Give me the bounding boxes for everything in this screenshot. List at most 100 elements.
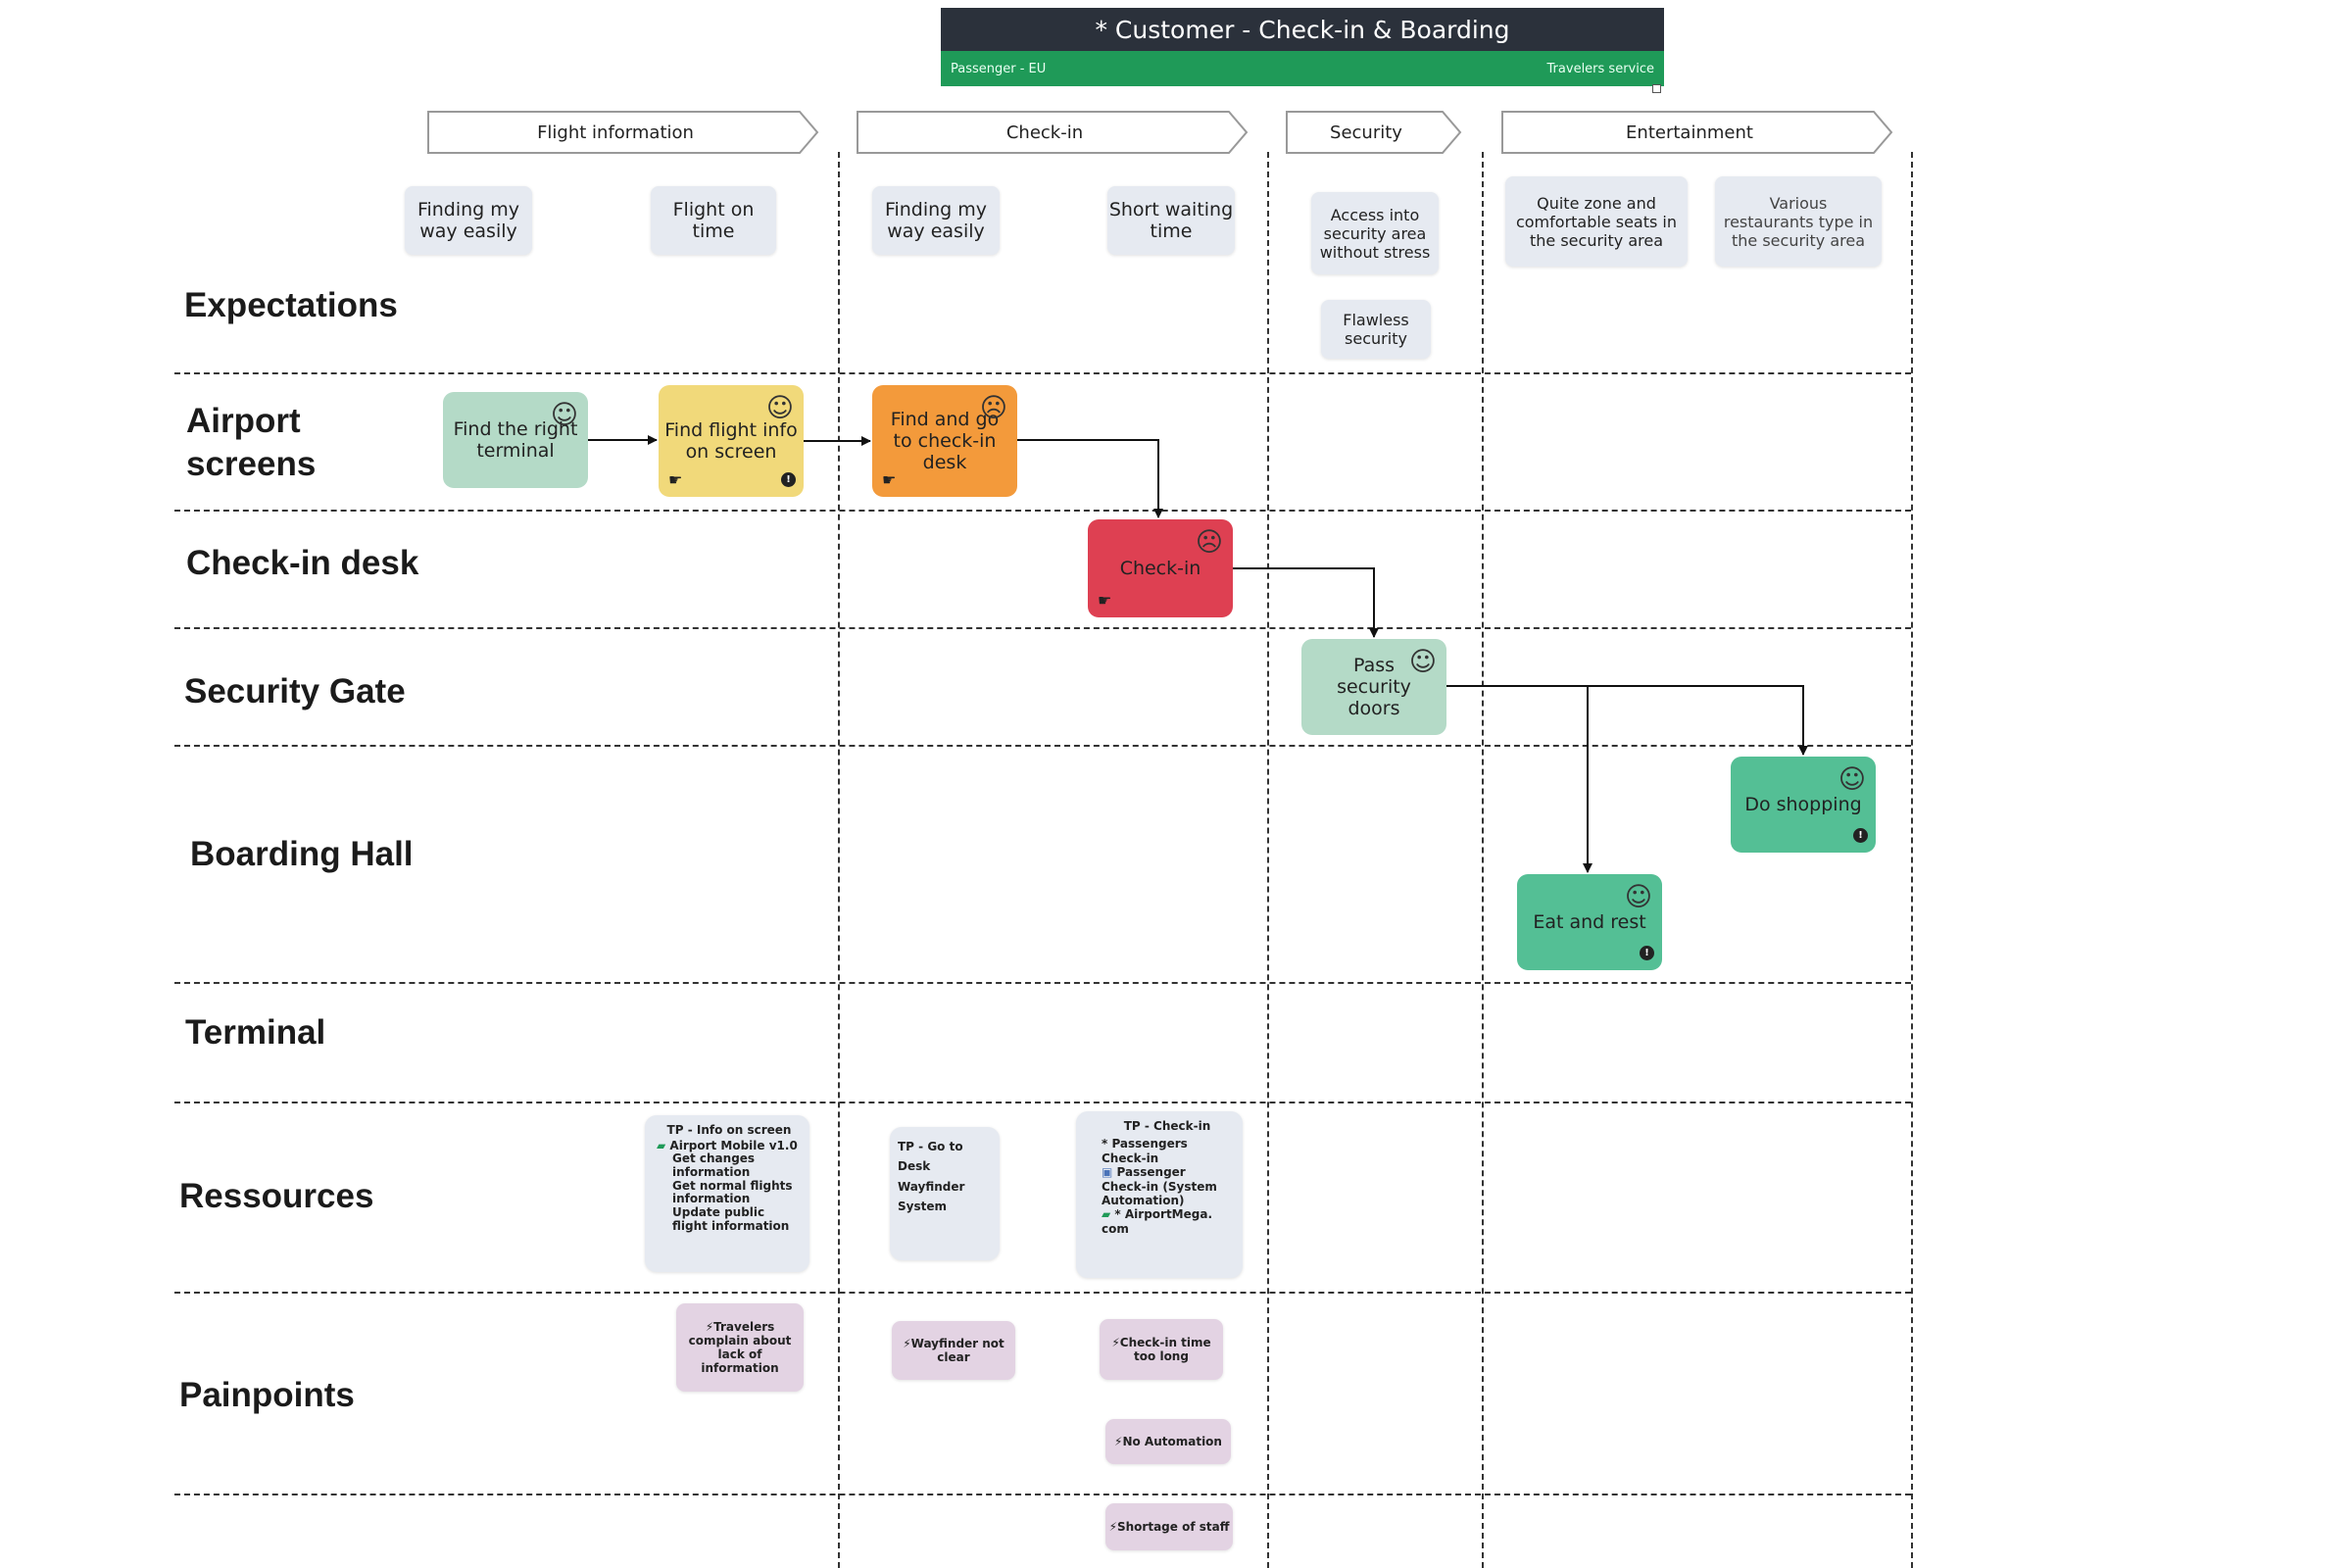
- lane-divider: [174, 1102, 1911, 1103]
- resource-app: ▰ Airport Mobile v1.0: [657, 1139, 798, 1152]
- lane-label-expectations: Expectations: [184, 286, 398, 324]
- lane-divider: [174, 1494, 1911, 1495]
- expectation-card[interactable]: Various restaurants type in the security…: [1715, 176, 1882, 267]
- lightning-icon: ⚡: [1111, 1336, 1120, 1349]
- resource-card-info-screen[interactable]: TP - Info on screen ▰ Airport Mobile v1.…: [645, 1115, 809, 1272]
- lane-divider: [174, 510, 1911, 512]
- touchpoint-label: Find flight info on screen: [664, 419, 798, 463]
- painpoint-card[interactable]: ⚡Shortage of staff: [1105, 1503, 1233, 1550]
- expectation-card[interactable]: Flight on time: [651, 186, 776, 255]
- touchpoint-checkin[interactable]: Check-in ☹ ☛: [1088, 519, 1233, 617]
- painpoint-card[interactable]: ⚡Check-in time too long: [1100, 1319, 1223, 1380]
- connector-arrow: [1233, 567, 1379, 638]
- app-icon: ▰: [657, 1139, 666, 1152]
- expectation-card[interactable]: Finding my way easily: [405, 186, 532, 255]
- smiley-face-icon: ☺: [550, 400, 578, 430]
- lane-divider: [174, 1292, 1911, 1294]
- comment-bubble-icon[interactable]: !: [1853, 828, 1868, 843]
- hand-pointer-icon: ☛: [1098, 591, 1112, 610]
- touchpoint-label: Eat and rest: [1533, 911, 1646, 933]
- comment-bubble-icon[interactable]: !: [1640, 946, 1654, 960]
- lane-label-resources: Ressources: [179, 1177, 374, 1215]
- touchpoint-label: Do shopping: [1744, 794, 1862, 815]
- system-icon: ▣: [1102, 1165, 1113, 1180]
- resource-item: ▰ * AirportMega. com: [1102, 1207, 1213, 1236]
- lane-divider: [174, 745, 1911, 747]
- team-label: Travelers service: [1546, 61, 1654, 76]
- lightning-icon: ⚡: [705, 1320, 714, 1334]
- expectation-card[interactable]: Access into security area without stress: [1311, 192, 1439, 274]
- touchpoint-label: Pass security doors: [1337, 655, 1411, 719]
- resize-handle[interactable]: [1652, 84, 1661, 93]
- resource-item: * Passengers Check-in: [1102, 1137, 1188, 1165]
- stage-divider: [838, 152, 840, 1568]
- touchpoint-find-terminal[interactable]: Find the right terminal ☺: [443, 392, 588, 488]
- lane-divider: [174, 372, 1911, 374]
- journey-title: * Customer - Check-in & Boarding: [941, 8, 1664, 51]
- lane-label-boarding-hall: Boarding Hall: [190, 835, 414, 873]
- lightning-icon: ⚡: [903, 1337, 911, 1350]
- journey-subheader: Passenger - EU Travelers service: [941, 51, 1664, 86]
- lane-label-painpoints: Painpoints: [179, 1376, 355, 1414]
- stage-label: Entertainment: [1626, 122, 1753, 143]
- stage-label: Check-in: [1005, 122, 1084, 143]
- hand-pointer-icon: ☛: [668, 470, 683, 489]
- touchpoint-find-checkin-desk[interactable]: Find and go to check-in desk ☹ ☛: [872, 385, 1017, 497]
- touchpoint-find-flight-info[interactable]: Find flight info on screen ☺ ☛ !: [659, 385, 804, 497]
- stage-label: Security: [1330, 122, 1402, 143]
- touchpoint-pass-security[interactable]: Pass security doors ☺: [1301, 639, 1446, 735]
- resource-title: TP - Check-in: [1123, 1119, 1211, 1133]
- touchpoint-do-shopping[interactable]: Do shopping ☺ !: [1731, 757, 1876, 853]
- touchpoint-label: Check-in: [1119, 558, 1201, 579]
- stage-check-in[interactable]: Check-in: [857, 111, 1249, 154]
- resource-item: Update public flight information: [672, 1205, 790, 1233]
- lane-label-checkin-desk: Check-in desk: [186, 544, 419, 582]
- painpoint-card[interactable]: ⚡No Automation: [1105, 1419, 1231, 1464]
- resource-item: ▣ Passenger Check-in (System Automation): [1102, 1165, 1217, 1207]
- painpoint-card[interactable]: ⚡Travelers complain about lack of inform…: [676, 1303, 804, 1392]
- lightning-icon: ⚡: [1114, 1435, 1123, 1448]
- lane-label-security-gate: Security Gate: [184, 672, 406, 710]
- stage-divider: [1911, 152, 1913, 1568]
- persona-label: Passenger - EU: [951, 61, 1047, 76]
- touchpoint-label: Find the right terminal: [453, 418, 578, 462]
- resource-card-checkin[interactable]: TP - Check-in * Passengers Check-in ▣ Pa…: [1076, 1111, 1243, 1278]
- hand-pointer-icon: ☛: [882, 470, 897, 489]
- lane-divider: [174, 627, 1911, 629]
- touchpoint-label: Find and go to check-in desk: [890, 409, 1000, 473]
- lane-label-airport-screens: Airport screens: [186, 402, 317, 483]
- smiley-face-icon: ☺: [1408, 647, 1437, 677]
- lightning-icon: ⚡: [1108, 1520, 1117, 1534]
- smiley-face-icon: ☺: [1838, 764, 1866, 795]
- resource-item: System: [898, 1200, 947, 1214]
- lane-divider: [174, 982, 1911, 984]
- expectation-card[interactable]: Short waiting time: [1107, 186, 1235, 255]
- lane-label-terminal: Terminal: [185, 1013, 326, 1052]
- smiley-face-icon: ☺: [765, 393, 794, 423]
- expectation-card[interactable]: Quite zone and comfortable seats in the …: [1505, 176, 1688, 267]
- comment-bubble-icon[interactable]: !: [781, 472, 796, 487]
- expectation-card[interactable]: Flawless security: [1321, 300, 1431, 359]
- resource-card-go-to-desk[interactable]: TP - Go to Desk Wayfinder System: [890, 1127, 1000, 1260]
- stage-security[interactable]: Security: [1286, 111, 1462, 154]
- resource-title: TP - Go to Desk: [898, 1140, 963, 1174]
- connector-arrow: [1446, 685, 1808, 756]
- expectation-card[interactable]: Finding my way easily: [872, 186, 1000, 255]
- app-icon: ▰: [1102, 1207, 1111, 1222]
- touchpoint-eat-rest[interactable]: Eat and rest ☺ !: [1517, 874, 1662, 970]
- stage-flight-information[interactable]: Flight information: [427, 111, 819, 154]
- sad-face-icon: ☹: [979, 393, 1007, 423]
- resource-item: Wayfinder: [898, 1179, 965, 1194]
- resource-item: Get changes information: [672, 1152, 756, 1179]
- stage-divider: [1482, 152, 1484, 1568]
- stage-entertainment[interactable]: Entertainment: [1501, 111, 1893, 154]
- resource-item: Get normal flights information: [672, 1178, 793, 1206]
- smiley-face-icon: ☺: [1624, 882, 1652, 912]
- sad-face-icon: ☹: [1195, 527, 1223, 558]
- painpoint-card[interactable]: ⚡Wayfinder not clear: [892, 1321, 1015, 1380]
- resource-title: TP - Info on screen: [666, 1123, 792, 1137]
- connector-arrow: [1017, 439, 1163, 518]
- stage-label: Flight information: [537, 122, 694, 143]
- stage-divider: [1267, 152, 1269, 1568]
